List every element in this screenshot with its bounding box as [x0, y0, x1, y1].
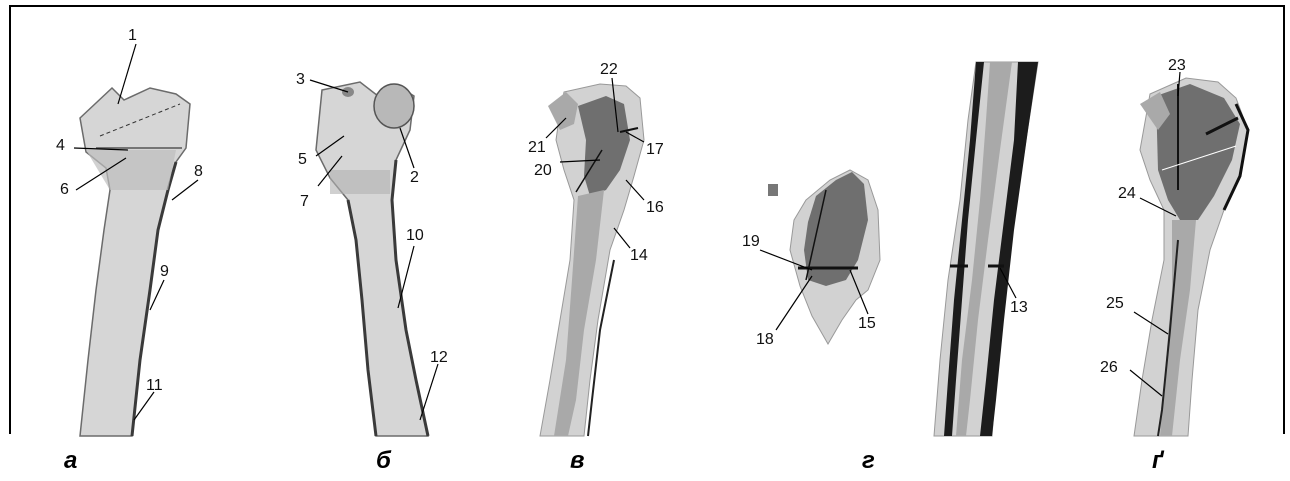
label-13: 13 — [1010, 299, 1028, 316]
label-15: 15 — [858, 315, 876, 332]
label-8: 8 — [194, 163, 203, 180]
label-9: 9 — [160, 263, 169, 280]
panel-g-long-section — [934, 62, 1038, 436]
label-16: 16 — [646, 199, 664, 216]
label-5: 5 — [298, 151, 307, 168]
label-2: 2 — [410, 169, 419, 186]
figure-frame — [10, 6, 1284, 434]
label-24: 24 — [1118, 185, 1136, 202]
label-12: 12 — [430, 349, 448, 366]
label-22: 22 — [600, 61, 618, 78]
label-17: 17 — [646, 141, 664, 158]
panel-a-bone — [80, 88, 190, 436]
panel-label-g: г — [862, 447, 875, 474]
label-10: 10 — [406, 227, 424, 244]
label-7: 7 — [300, 193, 309, 210]
label-1: 1 — [128, 27, 137, 44]
panel-label-b: б — [376, 447, 392, 474]
label-26: 26 — [1100, 359, 1118, 376]
label-19: 19 — [742, 233, 760, 250]
label-21: 21 — [528, 139, 546, 156]
label-11: 11 — [146, 377, 163, 394]
label-6: 6 — [60, 181, 69, 198]
label-18: 18 — [756, 331, 774, 348]
label-3: 3 — [296, 71, 305, 88]
panel-labels: а б в г ґ — [64, 447, 1165, 474]
panel-v-section — [540, 84, 644, 436]
label-4: 4 — [56, 137, 65, 154]
label-14: 14 — [630, 247, 648, 264]
panel-gg-section — [1134, 78, 1248, 436]
label-20: 20 — [534, 162, 552, 179]
label-23: 23 — [1168, 57, 1186, 74]
label-25: 25 — [1106, 295, 1124, 312]
panel-label-a: а — [64, 447, 77, 474]
panel-label-v: в — [570, 447, 585, 474]
panel-label-gg: ґ — [1152, 447, 1165, 474]
